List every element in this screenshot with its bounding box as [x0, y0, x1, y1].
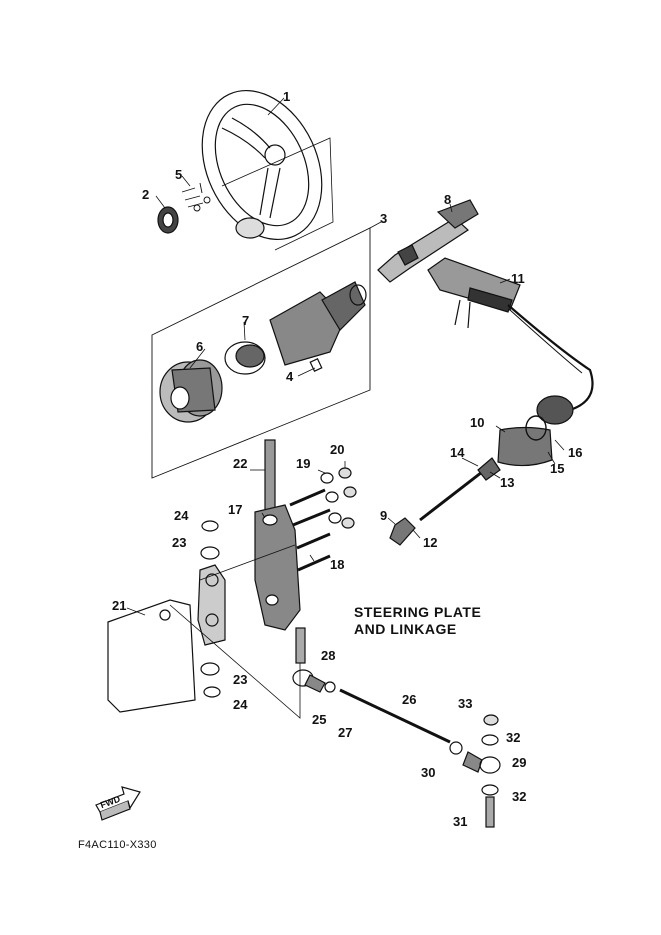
callout-11: 11	[511, 271, 525, 286]
callout-17: 17	[228, 502, 243, 517]
diagram-title: STEERING PLATE AND LINKAGE	[354, 604, 481, 638]
helm-body	[269, 281, 367, 373]
callout-28: 28	[321, 648, 336, 663]
drawing-code: F4AC110-X330	[78, 839, 157, 851]
callout-5: 5	[175, 167, 183, 182]
callout-29: 29	[512, 755, 527, 770]
callout-22: 22	[233, 456, 248, 471]
callout-6: 6	[196, 339, 204, 354]
callout-33: 33	[458, 696, 473, 711]
hub-adapter	[157, 206, 179, 234]
title-line-1: STEERING PLATE	[354, 604, 482, 620]
fwd-arrow	[95, 786, 141, 821]
callout-15: 15	[550, 461, 565, 476]
tilt-cable-assembly	[377, 199, 479, 283]
callout-2: 2	[142, 187, 150, 202]
bezel-ring	[224, 341, 266, 375]
cable-rod	[419, 457, 501, 522]
callout-23-bottom: 23	[233, 672, 248, 687]
callout-10: 10	[470, 415, 485, 430]
callout-8: 8	[444, 192, 452, 207]
callout-9: 9	[380, 508, 388, 523]
helm-unit	[159, 359, 223, 423]
callout-24-top: 24	[174, 508, 189, 523]
callout-23-top: 23	[172, 535, 187, 550]
callout-26: 26	[402, 692, 417, 707]
steering-wheel	[201, 89, 323, 241]
callout-20: 20	[330, 442, 345, 457]
tiller-plate	[107, 564, 226, 713]
callout-19: 19	[296, 456, 311, 471]
small-hardware	[181, 182, 211, 212]
callout-1: 1	[283, 89, 291, 104]
control-box	[427, 257, 521, 329]
callout-32-top: 32	[506, 730, 521, 745]
threaded-bolts	[289, 488, 331, 572]
callout-21: 21	[112, 598, 127, 613]
callout-31: 31	[453, 814, 468, 829]
callout-18: 18	[330, 557, 345, 572]
callout-24-bottom: 24	[233, 697, 248, 712]
callout-12: 12	[423, 535, 438, 550]
callout-25: 25	[312, 712, 327, 727]
callout-30: 30	[421, 765, 436, 780]
callout-14: 14	[450, 445, 465, 460]
callout-3: 3	[380, 211, 388, 226]
callout-13: 13	[500, 475, 515, 490]
callout-4: 4	[286, 369, 294, 384]
cable-boot	[497, 395, 574, 467]
callout-7: 7	[242, 313, 250, 328]
leader-lines	[126, 97, 565, 616]
callout-16: 16	[568, 445, 583, 460]
title-line-2: AND LINKAGE	[354, 621, 457, 637]
callout-32-bottom: 32	[512, 789, 527, 804]
callout-27: 27	[338, 725, 353, 740]
nuts-washers	[320, 467, 357, 529]
